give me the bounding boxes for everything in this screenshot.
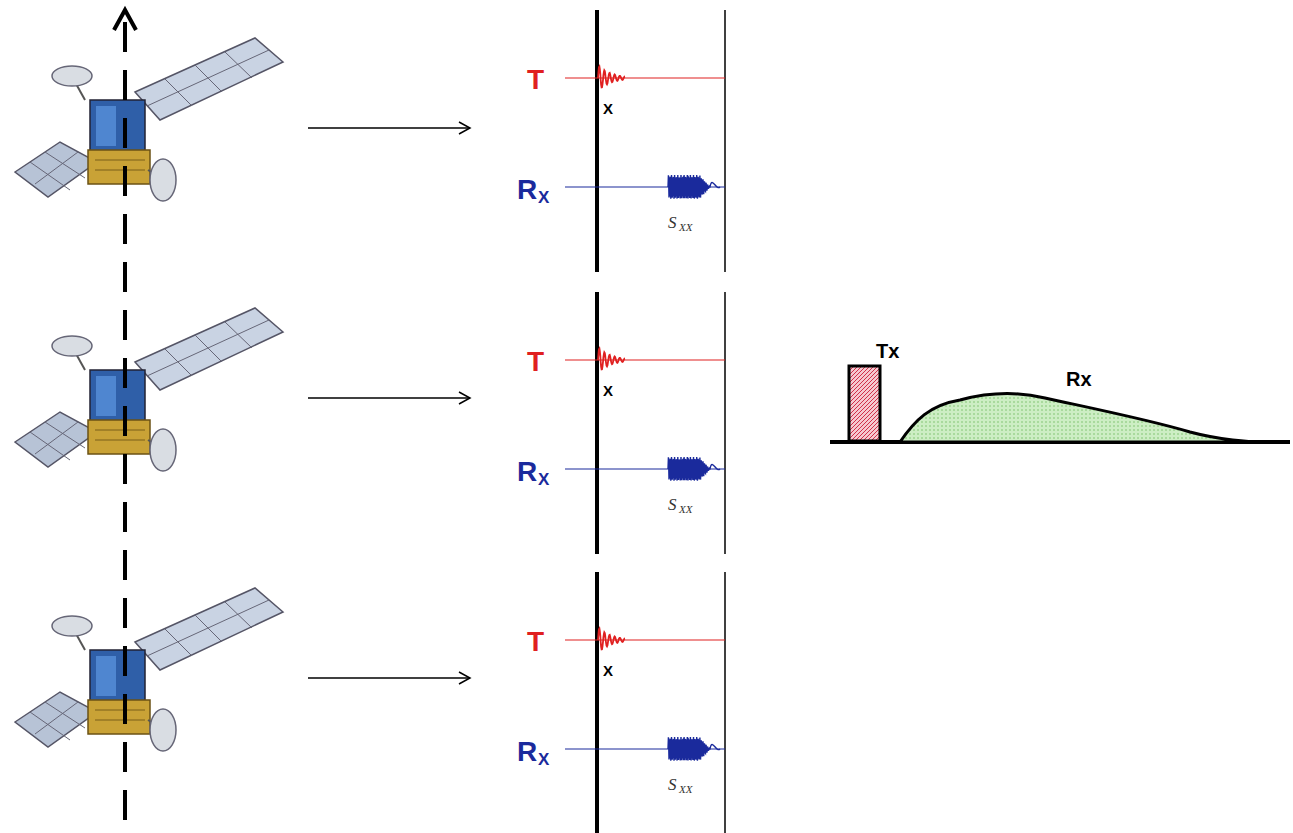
panel-axis: [595, 292, 599, 554]
signal-subscript: X: [538, 188, 549, 208]
transmit-line: [565, 77, 725, 78]
received-echo: [900, 394, 1262, 442]
signal-subscript: X: [538, 750, 549, 770]
transmit-line: [565, 639, 725, 640]
echo-wavelet: [668, 457, 720, 481]
echo-label: S: [668, 775, 677, 795]
satellite: [15, 308, 283, 471]
pulse-label: X: [603, 100, 613, 117]
echo-label: Rx: [1066, 368, 1092, 391]
transmit-pulse: [849, 366, 880, 441]
signal-name: T: [527, 64, 544, 96]
signal-name: T: [527, 626, 544, 658]
panel-axis: [595, 10, 599, 272]
transmit-wavelet: [598, 66, 625, 87]
echo-wavelet: [668, 175, 720, 199]
track-arrowhead: [114, 10, 136, 30]
pulse-label: X: [603, 662, 613, 679]
signal-name: R: [517, 456, 537, 488]
panel-edge: [724, 292, 726, 554]
echo-subscript: XX: [679, 503, 692, 515]
panel-edge: [724, 10, 726, 272]
satellite: [15, 38, 283, 201]
transmit-wavelet: [598, 628, 625, 649]
signal-name: R: [517, 174, 537, 206]
pulse-label: Tx: [876, 340, 899, 363]
echo-label: S: [668, 213, 677, 233]
flight-track: [123, 22, 127, 825]
panel-axis: [595, 572, 599, 833]
echo-wavelet: [668, 737, 720, 761]
arrow: [308, 127, 470, 129]
panel-edge: [724, 572, 726, 833]
satellite: [15, 588, 283, 751]
transmit-line: [565, 359, 725, 360]
echo-label: S: [668, 495, 677, 515]
transmit-wavelet: [598, 348, 625, 369]
signal-name: T: [527, 346, 544, 378]
signal-name: R: [517, 736, 537, 768]
echo-subscript: XX: [679, 783, 692, 795]
arrow: [308, 397, 470, 399]
echo-subscript: XX: [679, 221, 692, 233]
pulse-label: X: [603, 382, 613, 399]
signal-subscript: X: [538, 470, 549, 490]
arrow: [308, 677, 470, 679]
